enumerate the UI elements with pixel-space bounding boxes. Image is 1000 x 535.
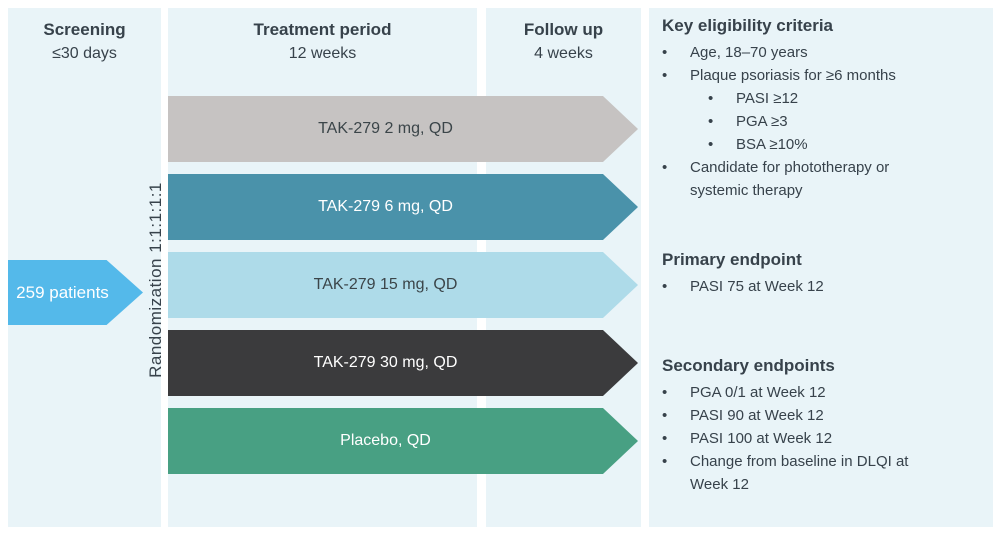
info-bullet-text: PASI ≥12 — [736, 90, 799, 107]
treatment-period-title: Treatment period — [253, 20, 392, 39]
bullet-icon: • — [662, 44, 668, 61]
info-bullet-text: PGA ≥3 — [736, 113, 788, 130]
info-column: Key eligibility criteria • Age, 18–70 year… — [649, 8, 993, 527]
arm-arrow-label: TAK-279 6 mg, QD — [318, 198, 453, 215]
info-bullet-item: • PASI ≥12 — [708, 87, 983, 110]
screening-duration: ≤30 days — [52, 45, 117, 62]
arm-arrow-4: TAK-279 30 mg, QD — [168, 330, 638, 396]
info-bullet-text: BSA ≥10% — [736, 136, 808, 153]
info-bullet-text: Age, 18–70 years — [690, 44, 808, 61]
bullet-icon: • — [662, 67, 668, 84]
screening-title: Screening — [43, 20, 126, 39]
info-bullet-item: • Change from baseline in DLQI at Week 12 — [662, 450, 983, 496]
info-section-heading: Key eligibility criteria — [662, 16, 834, 35]
info-bullet-text: PASI 75 at Week 12 — [690, 278, 824, 295]
info-bullet-item: • PASI 100 at Week 12 — [662, 427, 983, 450]
info-bullet-item: • PASI 90 at Week 12 — [662, 404, 983, 427]
follow-up-header: Follow up 4 weeks — [486, 8, 641, 66]
bullet-icon: • — [662, 278, 668, 295]
info-section-heading: Primary endpoint — [662, 250, 802, 269]
info-bullet-item: • Plaque psoriasis for ≥6 months — [662, 64, 983, 87]
info-bullet-text: Candidate for phototherapy or systemic t… — [690, 159, 890, 199]
info-bullet-text: Plaque psoriasis for ≥6 months — [690, 67, 896, 84]
bullet-icon: • — [708, 90, 714, 107]
treatment-period-duration: 12 weeks — [288, 45, 357, 62]
arm-arrow-label: TAK-279 30 mg, QD — [313, 354, 458, 371]
info-bullet-item: • Candidate for phototherapy or systemic … — [662, 156, 983, 202]
randomization-label: Randomization 1:1:1:1:1 — [146, 182, 165, 378]
bullet-icon: • — [662, 384, 668, 401]
bullet-icon: • — [662, 159, 668, 176]
info-bullet-text: PGA 0/1 at Week 12 — [690, 384, 826, 401]
info-bullet-text: PASI 100 at Week 12 — [690, 430, 833, 447]
arm-arrow-1: TAK-279 2 mg, QD — [168, 96, 638, 162]
arm-arrow-2: TAK-279 6 mg, QD — [168, 174, 638, 240]
bullet-icon: • — [662, 430, 668, 447]
info-section-0: Key eligibility criteria • Age, 18–70 year… — [662, 14, 983, 202]
arm-arrow-label: TAK-279 2 mg, QD — [318, 120, 453, 137]
bullet-icon: • — [708, 136, 714, 153]
info-bullet-text: Change from baseline in DLQI at Week 12 — [690, 453, 909, 493]
info-bullet-text: PASI 90 at Week 12 — [690, 407, 824, 424]
treatment-period-header: Treatment period 12 weeks — [168, 8, 477, 66]
info-section-1: Primary endpoint • PASI 75 at Week 12 — [662, 248, 983, 298]
bullet-icon: • — [708, 113, 714, 130]
arm-arrow-3: TAK-279 15 mg, QD — [168, 252, 638, 318]
follow-up-duration: 4 weeks — [534, 45, 593, 62]
patients-arrow-label: 259 patients — [16, 282, 109, 302]
arm-arrow-label: TAK-279 15 mg, QD — [313, 276, 458, 293]
screening-header: Screening ≤30 days — [8, 8, 161, 66]
info-bullet-item: • PASI 75 at Week 12 — [662, 275, 983, 298]
info-bullet-item: • Age, 18–70 years — [662, 41, 983, 64]
arm-arrow-5: Placebo, QD — [168, 408, 638, 474]
info-section-heading: Secondary endpoints — [662, 356, 835, 375]
bullet-icon: • — [662, 453, 668, 470]
bullet-icon: • — [662, 407, 668, 424]
info-bullet-item: • PGA 0/1 at Week 12 — [662, 381, 983, 404]
follow-up-title: Follow up — [523, 20, 604, 39]
info-bullet-item: • PGA ≥3 — [708, 110, 983, 133]
info-section-2: Secondary endpoints • PGA 0/1 at Week 12 • P… — [662, 354, 983, 496]
arm-arrow-label: Placebo, QD — [340, 432, 431, 449]
info-bullet-item: • BSA ≥10% — [708, 133, 983, 156]
